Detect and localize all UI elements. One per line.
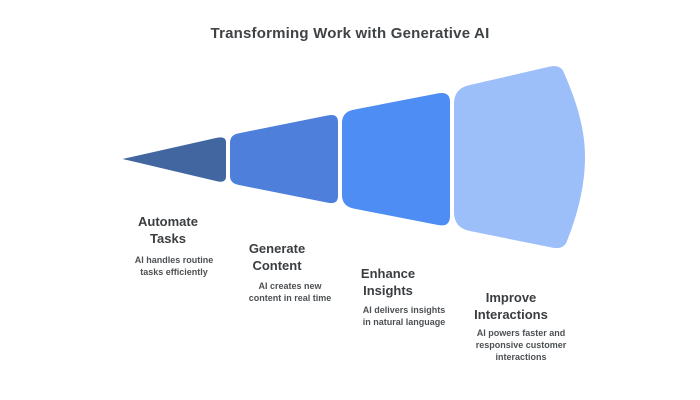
stage-description-automate-tasks: AI handles routine tasks efficiently xyxy=(134,255,214,277)
stage-description-improve-interactions: AI powers faster and responsive customer… xyxy=(475,328,567,362)
stage-title-enhance-insights: Enhance Insights xyxy=(360,266,416,298)
stage-title-generate-content: Generate Content xyxy=(248,241,306,273)
stage-description-generate-content: AI creates new content in real time xyxy=(248,281,332,303)
funnel-segment-improve-interactions xyxy=(454,66,585,249)
funnel-segment-automate-tasks xyxy=(122,137,226,182)
stage-title-automate-tasks: Automate Tasks xyxy=(138,214,198,246)
funnel-segment-generate-content xyxy=(230,115,338,204)
stage-title-improve-interactions: Improve Interactions xyxy=(474,290,548,322)
funnel-segment-enhance-insights xyxy=(342,92,450,226)
diagram-title: Transforming Work with Generative AI xyxy=(210,25,490,42)
stage-description-enhance-insights: AI delivers insights in natural language xyxy=(362,305,446,327)
